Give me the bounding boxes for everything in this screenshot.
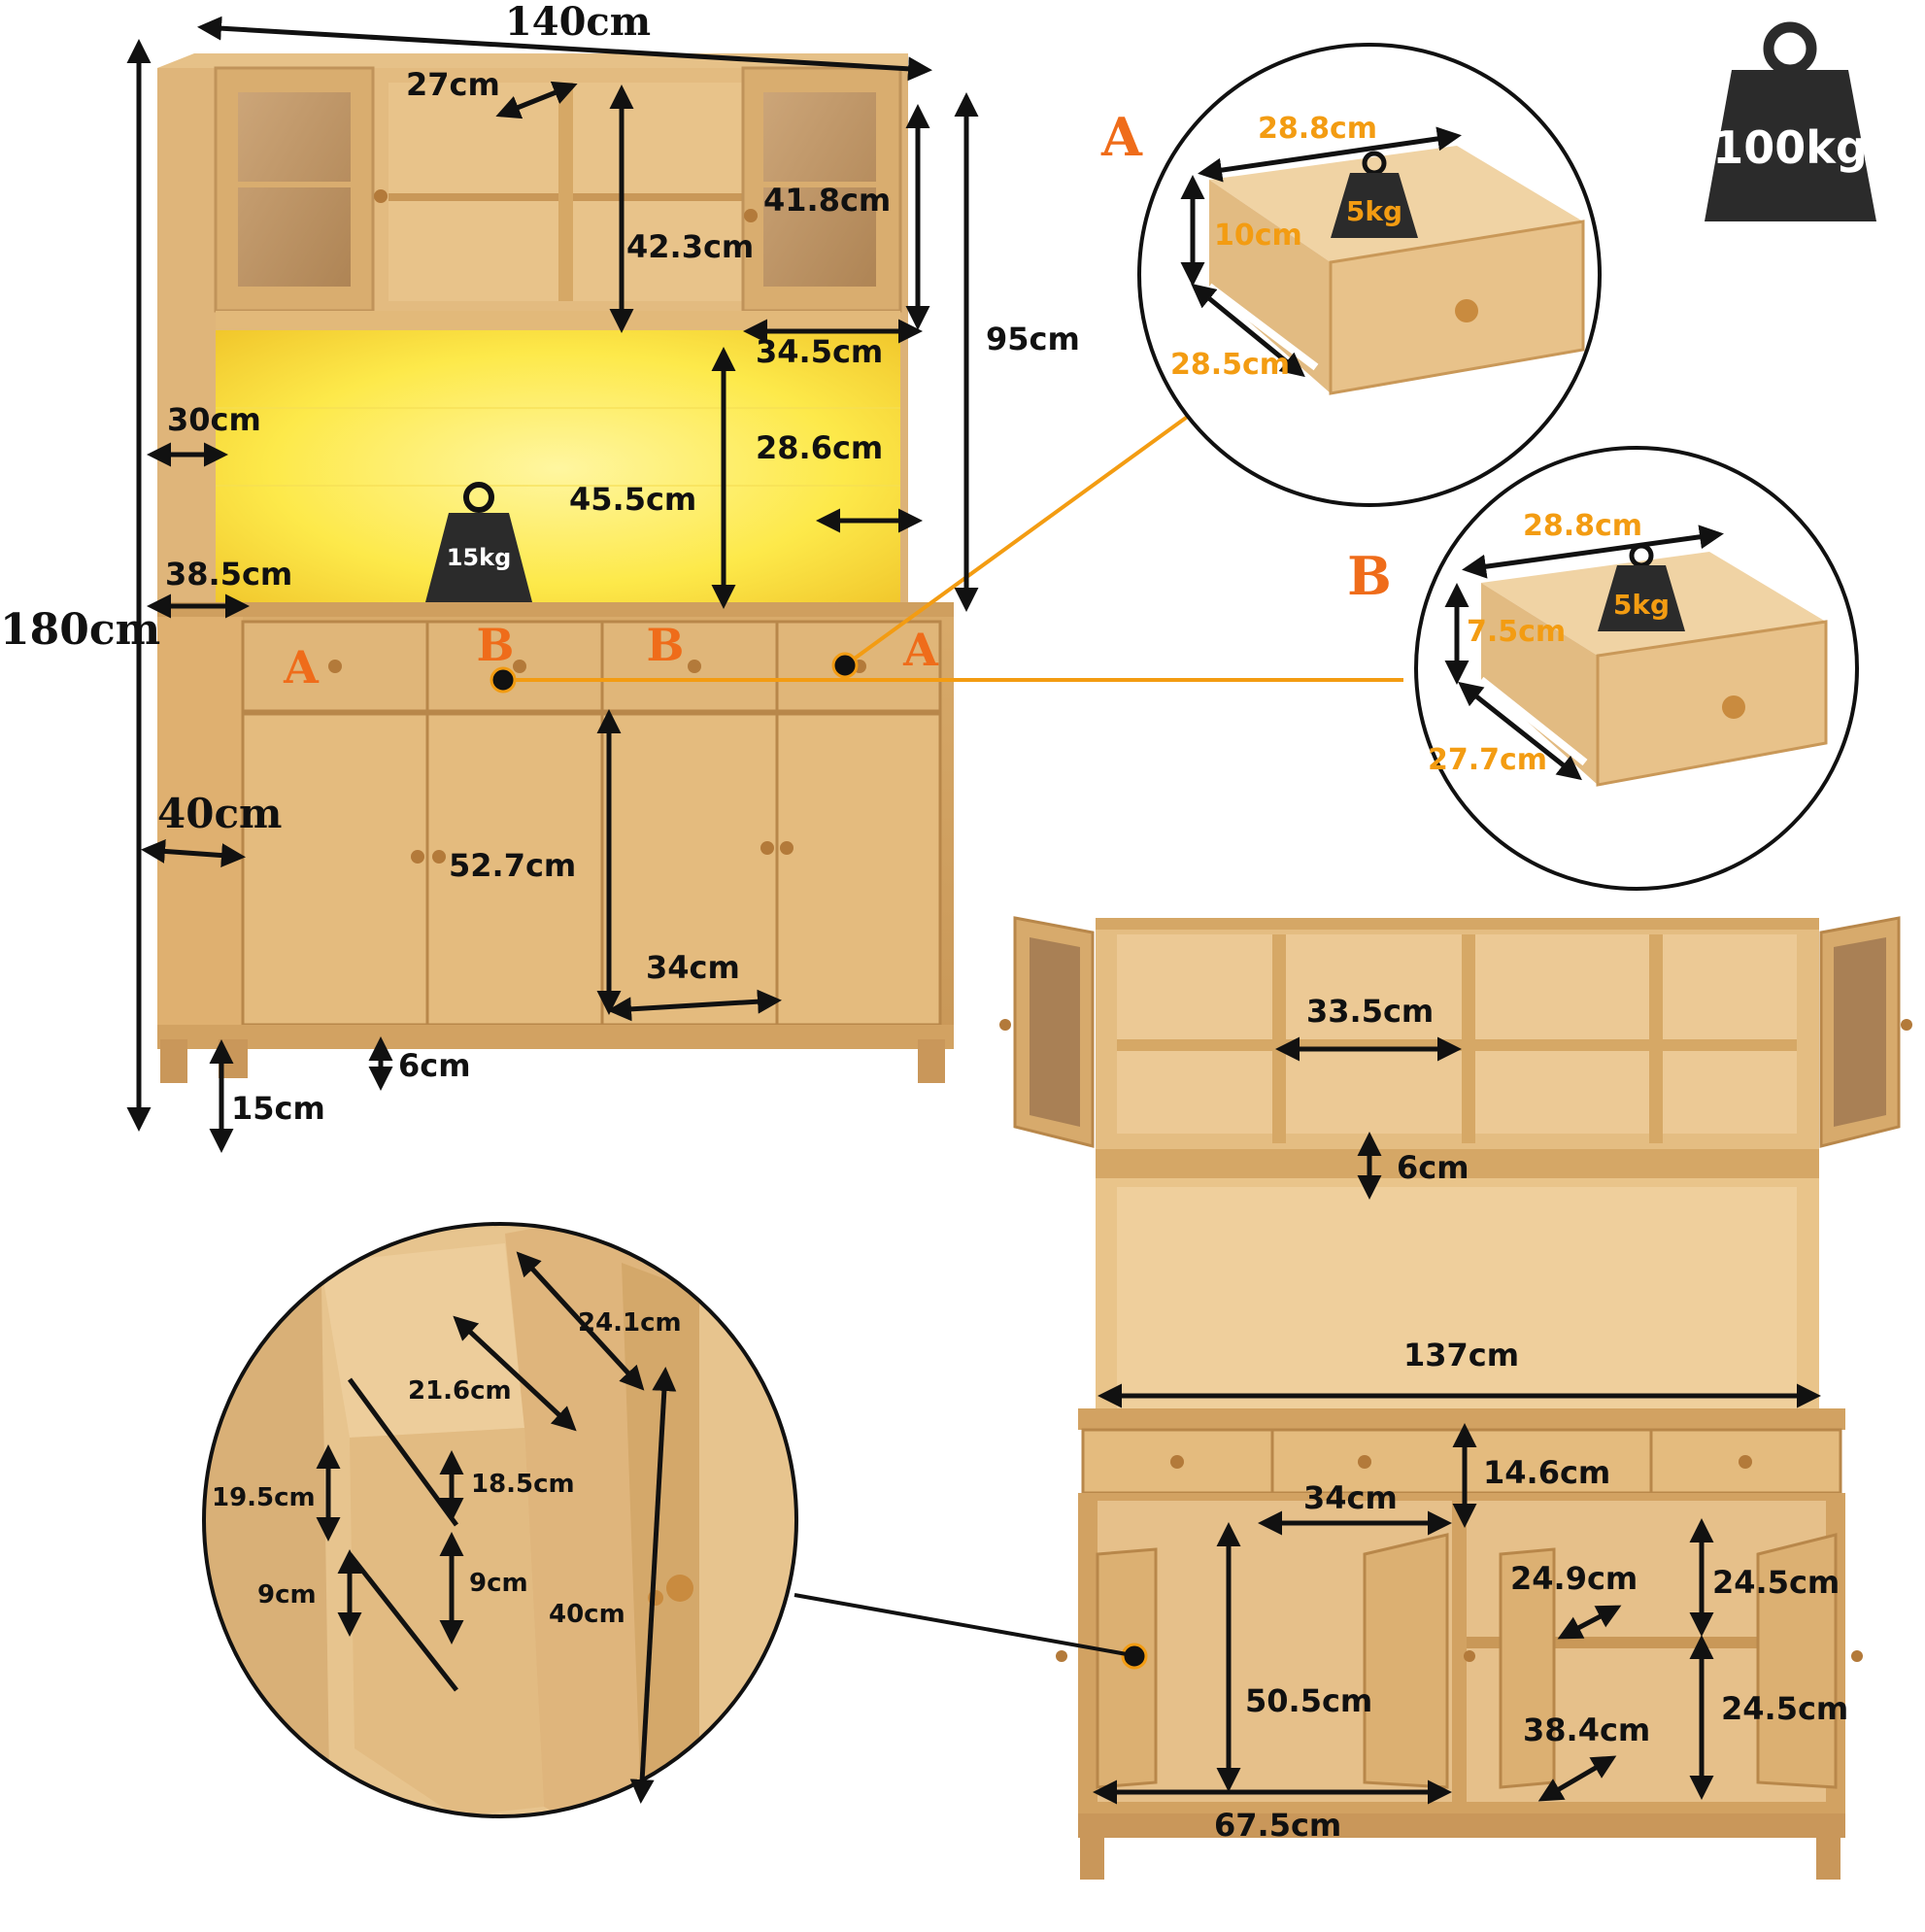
lower-door-height-label: 52.7cm [449, 847, 576, 884]
main-cabinet-drawing: A B B A 15kg [0, 0, 1403, 1153]
left-cavity-width-label: 67.5cm [1214, 1807, 1341, 1844]
drawer-a-depth-label: 28.5cm [1170, 348, 1290, 382]
upper-rack-height-label: 19.5cm [212, 1483, 316, 1512]
upper-height-label: 95cm [986, 321, 1080, 357]
drawer-b-depth-label: 27.7cm [1428, 743, 1547, 777]
drawer-a-letter: A [1100, 106, 1143, 168]
drawer-b-height-label: 7.5cm [1467, 615, 1566, 649]
counter-depth-label: 38.5cm [165, 556, 292, 593]
right-lower-depth-label: 38.4cm [1523, 1712, 1650, 1748]
drawer-letter-4: A [902, 624, 939, 676]
drawer-a-height-label: 10cm [1214, 219, 1302, 253]
hutch-height-label: 45.5cm [569, 481, 696, 518]
drawer-b-letter: B [1347, 545, 1392, 607]
open-drawer-height-label: 14.6cm [1483, 1454, 1610, 1491]
door-rack-detail: 24.1cm 21.6cm 19.5cm 18.5cm 9cm 9cm 40cm [202, 1222, 798, 1818]
right-lower-height-label: 24.5cm [1721, 1690, 1848, 1727]
drawer-letter-1: A [283, 641, 320, 694]
height-label: 180cm [0, 605, 160, 655]
right-upper-height-label: 24.5cm [1712, 1564, 1840, 1601]
lower-depth-label: 40cm [157, 790, 282, 837]
width-label: 140cm [505, 0, 651, 45]
glass-door-width-label: 34.5cm [756, 333, 883, 370]
hutch-load-label: 15kg [447, 544, 512, 571]
rack-panel-depth-label: 24.1cm [578, 1308, 682, 1338]
top-shelf-depth-label: 27cm [406, 66, 500, 103]
open-cell-height-label: 42.3cm [626, 228, 754, 265]
cell-width-label: 33.5cm [1306, 993, 1434, 1030]
lower-rack-height-label: 9cm [257, 1580, 317, 1610]
drawer-a-load-label: 5kg [1346, 195, 1402, 227]
shelf-thickness-label: 6cm [1397, 1149, 1469, 1186]
lower-rack-gap-label: 9cm [469, 1569, 528, 1598]
inner-width-label: 137cm [1403, 1337, 1519, 1373]
left-cavity-height-label: 50.5cm [1245, 1682, 1372, 1719]
door-rack-callout-dot [1121, 1643, 1148, 1670]
open-drawer-width-label: 34cm [1303, 1479, 1398, 1516]
max-load-weight-icon: 100kg [1705, 21, 1876, 221]
drawer-letter-2: B [477, 619, 515, 671]
open-cabinet-drawing: 33.5cm 6cm 137cm 14.6cm 34cm 50.5cm 67.5… [999, 916, 1912, 1880]
drawer-a-width-label: 28.8cm [1258, 112, 1377, 146]
rack-width-label: 21.6cm [408, 1376, 512, 1406]
right-shelf-depth-label: 24.9cm [1510, 1560, 1638, 1597]
leg-height-label: 15cm [231, 1090, 325, 1127]
drawer-b-load-label: 5kg [1613, 589, 1670, 621]
drawer-letter-3: B [647, 619, 685, 671]
callout-dot-a [831, 652, 859, 679]
callout-dot-b [490, 666, 517, 694]
hutch-side-depth-label: 28.6cm [756, 429, 883, 466]
hutch-load-weight-icon: 15kg [425, 482, 532, 602]
plinth-height-label: 6cm [398, 1047, 471, 1084]
upper-side-depth-label: 30cm [167, 401, 261, 438]
max-load-label: 100kg [1712, 121, 1868, 174]
lower-door-width-label: 34cm [646, 949, 740, 986]
rack-door-height-label: 40cm [549, 1600, 625, 1629]
drawer-a-detail: 5kg 28.8cm 10cm 28.5cm [1137, 43, 1602, 507]
glass-door-height-label: 41.8cm [763, 182, 891, 219]
drawer-b-width-label: 28.8cm [1523, 509, 1642, 543]
upper-rack-gap-label: 18.5cm [471, 1470, 575, 1499]
drawer-b-detail: 5kg 28.8cm 7.5cm 27.7cm [1414, 446, 1859, 891]
